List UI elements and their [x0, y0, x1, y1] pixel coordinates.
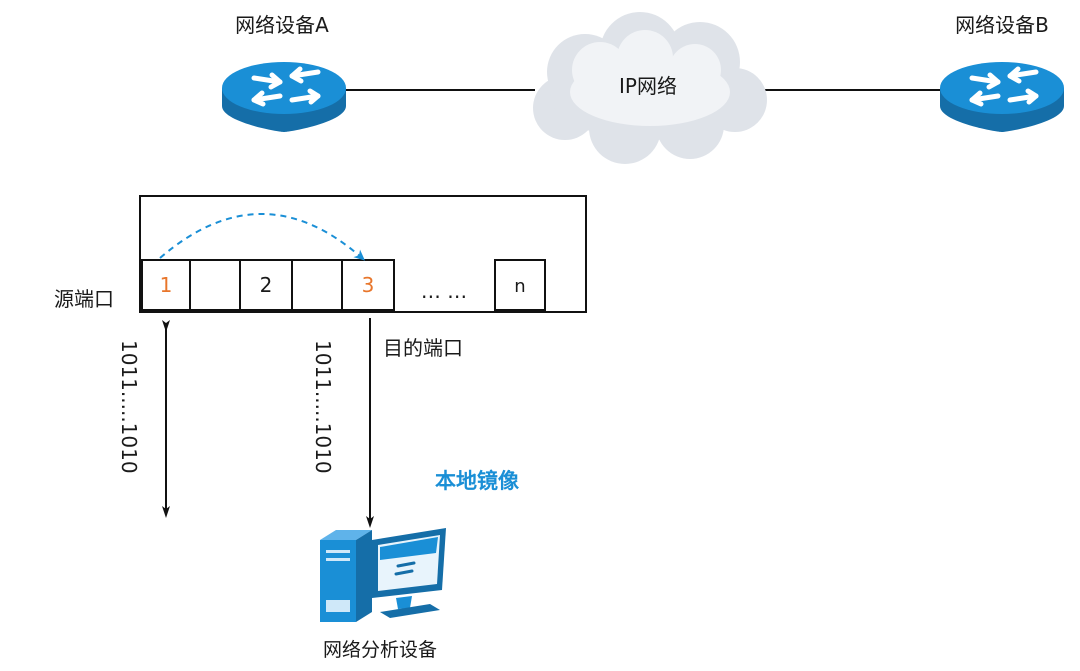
mirror-arc — [159, 213, 366, 261]
device-b-label: 网络设备B — [955, 13, 1049, 37]
right-bitstream: 1011.....1010 — [311, 340, 335, 474]
local-mirror-label: 本地镜像 — [435, 469, 520, 493]
port-empty-b — [291, 259, 343, 311]
device-a-label: 网络设备A — [235, 13, 329, 37]
cloud-icon — [533, 12, 767, 164]
router-b — [940, 62, 1064, 132]
port-1 — [141, 259, 191, 311]
port-n — [494, 259, 546, 311]
port-3-label: 3 — [362, 273, 375, 297]
cloud-label: IP网络 — [619, 74, 677, 98]
router-icon — [940, 62, 1064, 132]
switch-ports — [141, 259, 546, 311]
computer-icon — [320, 528, 446, 622]
port-3 — [341, 259, 395, 311]
router-icon — [222, 62, 346, 132]
port-2 — [239, 259, 293, 311]
ports-ellipsis: … … — [421, 279, 467, 303]
port-1-label: 1 — [160, 273, 173, 297]
port-n-label: n — [514, 276, 525, 297]
switch-body — [139, 195, 587, 313]
analyzer-label: 网络分析设备 — [323, 639, 437, 661]
dest-port-label: 目的端口 — [383, 336, 463, 360]
port-empty-a — [189, 259, 241, 311]
router-a — [222, 62, 346, 132]
source-port-label: 源端口 — [54, 287, 114, 311]
left-bitstream: 1011.....1010 — [117, 340, 141, 474]
port-2-label: 2 — [260, 273, 273, 297]
